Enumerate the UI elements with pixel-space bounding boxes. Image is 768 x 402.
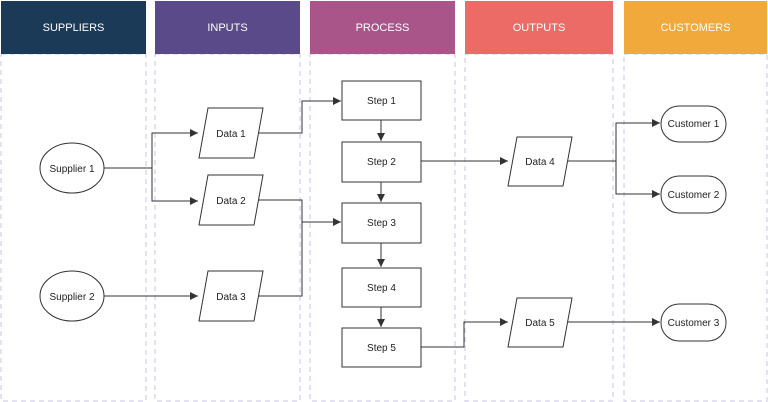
node-supplier2: Supplier 2 <box>39 270 105 322</box>
node-customer2: Customer 2 <box>660 175 727 214</box>
edge-data4-customer2 <box>615 161 660 198</box>
edge-data2-step3 <box>258 199 341 226</box>
node-data1-label: Data 1 <box>216 129 246 140</box>
node-step2: Step 2 <box>341 141 422 183</box>
lane-process-header <box>310 1 455 54</box>
node-supplier2-shape <box>39 270 105 322</box>
lane-suppliers-header <box>1 1 146 54</box>
lane-outputs-title: OUTPUTS <box>513 22 566 34</box>
node-data2-label: Data 2 <box>216 196 246 207</box>
node-step1: Step 1 <box>341 80 422 121</box>
node-step3-shape <box>341 202 422 244</box>
node-step5-shape <box>341 327 422 368</box>
edge-supplier1-data1 <box>104 129 198 169</box>
node-data5: Data 5 <box>507 297 573 348</box>
node-customer3-label: Customer 3 <box>668 318 720 329</box>
node-data3-label: Data 3 <box>216 292 246 303</box>
node-step4-shape <box>341 267 422 308</box>
node-data5-shape <box>507 297 573 348</box>
node-step2-shape <box>341 141 422 183</box>
node-supplier1-label: Supplier 1 <box>49 164 94 175</box>
node-data4-label: Data 4 <box>525 157 555 168</box>
lane-customers-header <box>624 1 767 54</box>
lane-inputs-title: INPUTS <box>207 22 247 34</box>
node-data1: Data 1 <box>198 107 264 159</box>
edge-data4-customer1 <box>565 119 660 162</box>
node-step1-label: Step 1 <box>367 96 396 107</box>
lane-inputs: INPUTS <box>154 1 301 402</box>
node-step4-label: Step 4 <box>367 283 396 294</box>
node-step3: Step 3 <box>341 202 422 244</box>
node-step2-label: Step 2 <box>367 157 396 168</box>
lane-suppliers: SUPPLIERS <box>0 1 147 402</box>
lane-customers: CUSTOMERS <box>623 1 768 402</box>
node-customer3-shape <box>660 303 727 342</box>
connectors <box>104 97 660 348</box>
node-data4: Data 4 <box>507 136 573 187</box>
node-data3: Data 3 <box>198 270 264 322</box>
node-step1-shape <box>341 80 422 121</box>
lane-outputs-border <box>464 53 614 402</box>
lane-customers-title: CUSTOMERS <box>660 22 730 34</box>
node-step3-label: Step 3 <box>367 218 396 229</box>
lane-process: PROCESS <box>309 1 456 402</box>
lane-outputs-header <box>465 1 613 54</box>
node-customer2-shape <box>660 175 727 214</box>
node-step5-label: Step 5 <box>367 343 396 354</box>
lane-inputs-border <box>154 53 301 402</box>
edge-data1-step1 <box>258 97 341 134</box>
lane-suppliers-border <box>0 53 147 402</box>
node-customer1: Customer 1 <box>660 105 727 143</box>
lane-suppliers-title: SUPPLIERS <box>43 22 105 34</box>
lane-inputs-header <box>155 1 300 54</box>
node-step4: Step 4 <box>341 267 422 308</box>
node-data2: Data 2 <box>198 174 264 226</box>
node-supplier1: Supplier 1 <box>39 142 105 194</box>
edge-data3-step3 <box>258 222 303 297</box>
node-step5: Step 5 <box>341 327 422 368</box>
lane-customers-border <box>623 53 768 402</box>
edge-step5-data5 <box>421 318 508 348</box>
node-data5-label: Data 5 <box>525 318 555 329</box>
node-data1-shape <box>198 107 264 159</box>
edge-supplier1-data2 <box>151 168 198 205</box>
node-customer3: Customer 3 <box>660 303 727 342</box>
node-supplier2-label: Supplier 2 <box>49 292 94 303</box>
lane-process-title: PROCESS <box>356 22 410 34</box>
node-data2-shape <box>198 174 264 226</box>
node-data3-shape <box>198 270 264 322</box>
node-customer2-label: Customer 2 <box>668 190 720 201</box>
node-customer1-shape <box>660 105 727 143</box>
node-data4-shape <box>507 136 573 187</box>
node-supplier1-shape <box>39 142 105 194</box>
node-customer1-label: Customer 1 <box>668 119 720 130</box>
lane-outputs: OUTPUTS <box>464 1 614 402</box>
